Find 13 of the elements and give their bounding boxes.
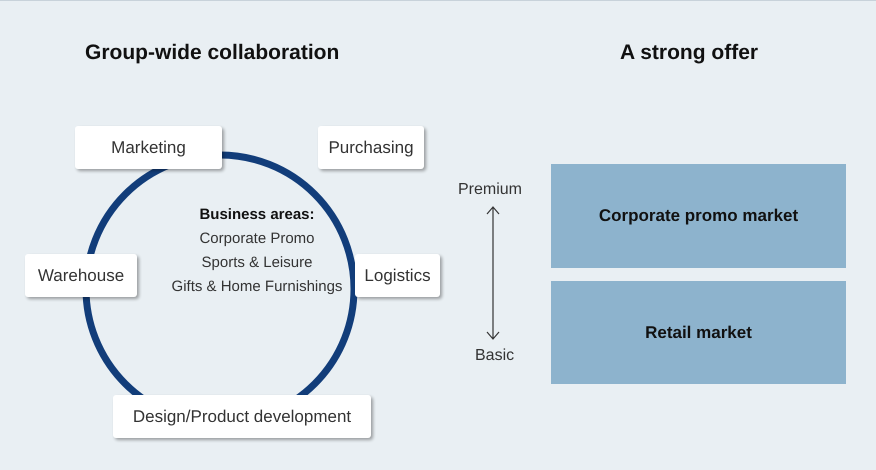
section-heading: A strong offer [620,41,758,65]
market-box: Retail market [551,281,846,384]
heading-text: Business areas: [198,205,316,225]
process-box: Logistics [355,254,440,297]
process-box: Marketing [75,126,222,169]
market-box: Corporate promo market [551,164,846,268]
process-box: Purchasing [318,126,424,169]
process-box: Warehouse [25,254,137,297]
process-box: Design/Product development [113,395,371,438]
scale-label: Premium [458,181,522,199]
scale-label: Basic [475,347,514,365]
list-item-text: Corporate Promo [198,229,316,249]
section-heading: Group-wide collaboration [85,41,340,65]
